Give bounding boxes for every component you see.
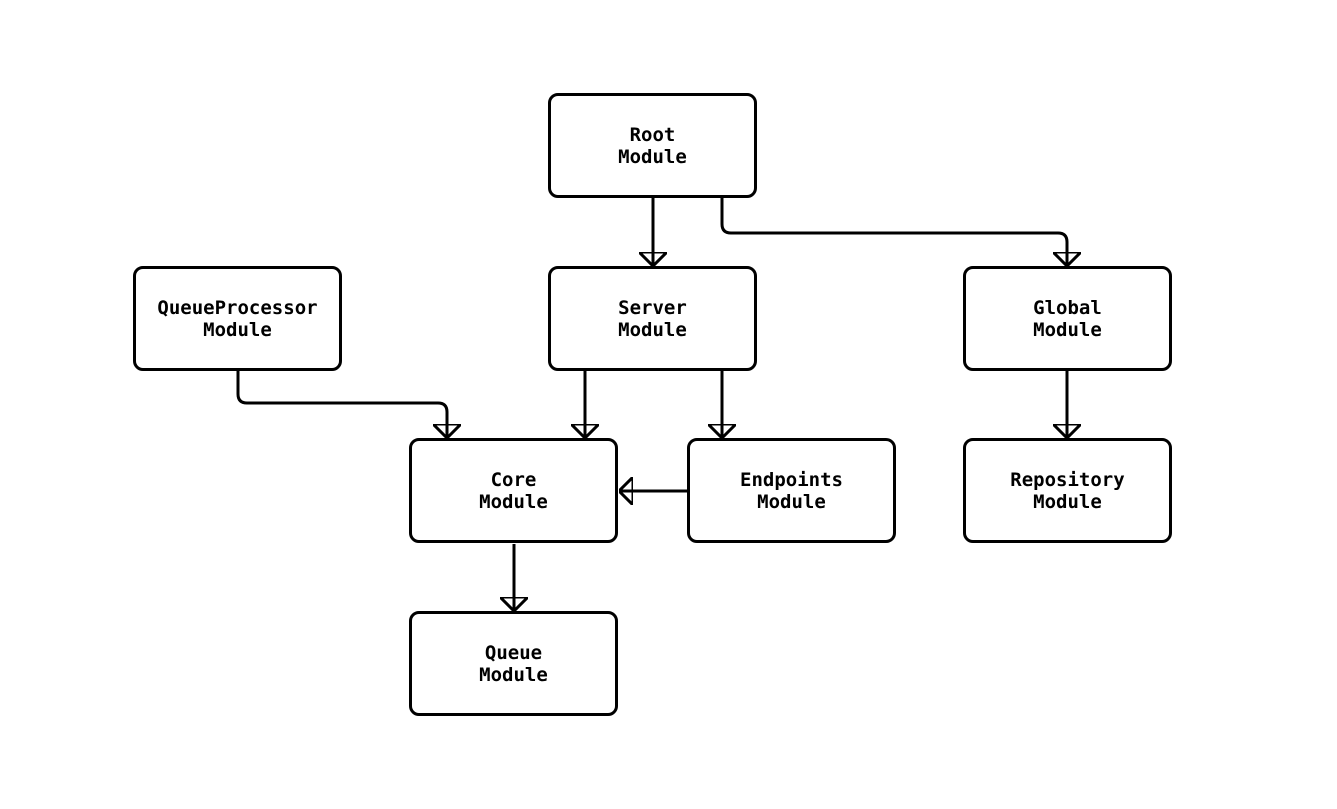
node-global-module: Global Module xyxy=(963,266,1172,371)
node-label-line1: Queue xyxy=(484,641,543,664)
node-label-line1: Server xyxy=(618,296,687,319)
node-label-line1: QueueProcessor xyxy=(157,296,318,319)
node-label-line2: Module xyxy=(479,490,548,513)
edge-root-to-global xyxy=(720,198,1067,266)
node-queue-module: Queue Module xyxy=(409,611,618,716)
node-label-line1: Root xyxy=(629,123,676,146)
node-label-line1: Global xyxy=(1033,296,1102,319)
node-repository-module: Repository Module xyxy=(963,438,1172,543)
node-label-line1: Core xyxy=(490,468,537,491)
node-label-line2: Module xyxy=(1033,318,1102,341)
edge-queueprocessor-to-core xyxy=(236,371,447,438)
node-label-line2: Module xyxy=(618,145,687,168)
node-label-line2: Module xyxy=(757,490,826,513)
node-label-line2: Module xyxy=(1033,490,1102,513)
node-queueprocessor-module: QueueProcessor Module xyxy=(133,266,342,371)
node-root-module: Root Module xyxy=(548,93,757,198)
node-label-line2: Module xyxy=(203,318,272,341)
node-core-module: Core Module xyxy=(409,438,618,543)
node-label-line1: Endpoints xyxy=(740,468,843,491)
node-endpoints-module: Endpoints Module xyxy=(687,438,896,543)
node-server-module: Server Module xyxy=(548,266,757,371)
node-label-line2: Module xyxy=(479,663,548,686)
node-label-line1: Repository xyxy=(1010,468,1125,491)
node-label-line2: Module xyxy=(618,318,687,341)
